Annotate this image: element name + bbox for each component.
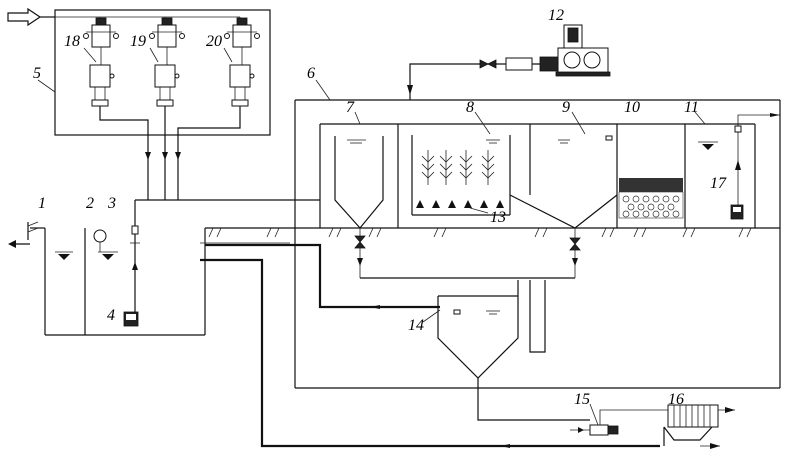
label-11: 11 xyxy=(684,99,699,116)
level-meter-icon xyxy=(93,229,107,243)
label-18: 18 xyxy=(64,33,80,50)
label-19: 19 xyxy=(130,33,146,50)
treatment-building xyxy=(294,99,781,389)
sludge-tank-14 xyxy=(360,277,590,421)
label-2: 2 xyxy=(86,195,94,212)
label-16: 16 xyxy=(668,391,684,408)
label-5: 5 xyxy=(33,65,41,82)
sludge-press-16 xyxy=(570,404,735,449)
return-pipes xyxy=(200,242,660,448)
dosing-tank-20 xyxy=(224,17,260,107)
label-3: 3 xyxy=(107,195,116,212)
label-10: 10 xyxy=(624,99,640,116)
label-15: 15 xyxy=(574,391,590,408)
label-leaders xyxy=(37,47,706,426)
dosing-tank-19 xyxy=(149,17,185,107)
label-9: 9 xyxy=(562,99,570,116)
ground-marks xyxy=(208,227,752,238)
label-13: 13 xyxy=(490,209,506,226)
tank-10 xyxy=(618,124,686,228)
label-17: 17 xyxy=(710,175,727,192)
inlet-arrow-icon xyxy=(7,7,42,27)
tank-7 xyxy=(334,124,399,278)
tank-9 xyxy=(509,124,618,278)
label-7: 7 xyxy=(346,99,355,116)
blower-12 xyxy=(407,24,611,100)
label-1: 1 xyxy=(38,195,46,212)
dosing-tank-18 xyxy=(83,17,119,107)
screen-and-regulating-tanks xyxy=(8,199,320,336)
tank-11 xyxy=(698,113,780,220)
label-8: 8 xyxy=(466,99,474,116)
dosing-pipes xyxy=(99,106,241,200)
label-20: 20 xyxy=(206,33,222,50)
tank-8 xyxy=(411,135,511,216)
label-4: 4 xyxy=(107,307,115,324)
label-14: 14 xyxy=(408,317,424,334)
label-12: 12 xyxy=(548,7,564,24)
label-6: 6 xyxy=(307,65,315,82)
